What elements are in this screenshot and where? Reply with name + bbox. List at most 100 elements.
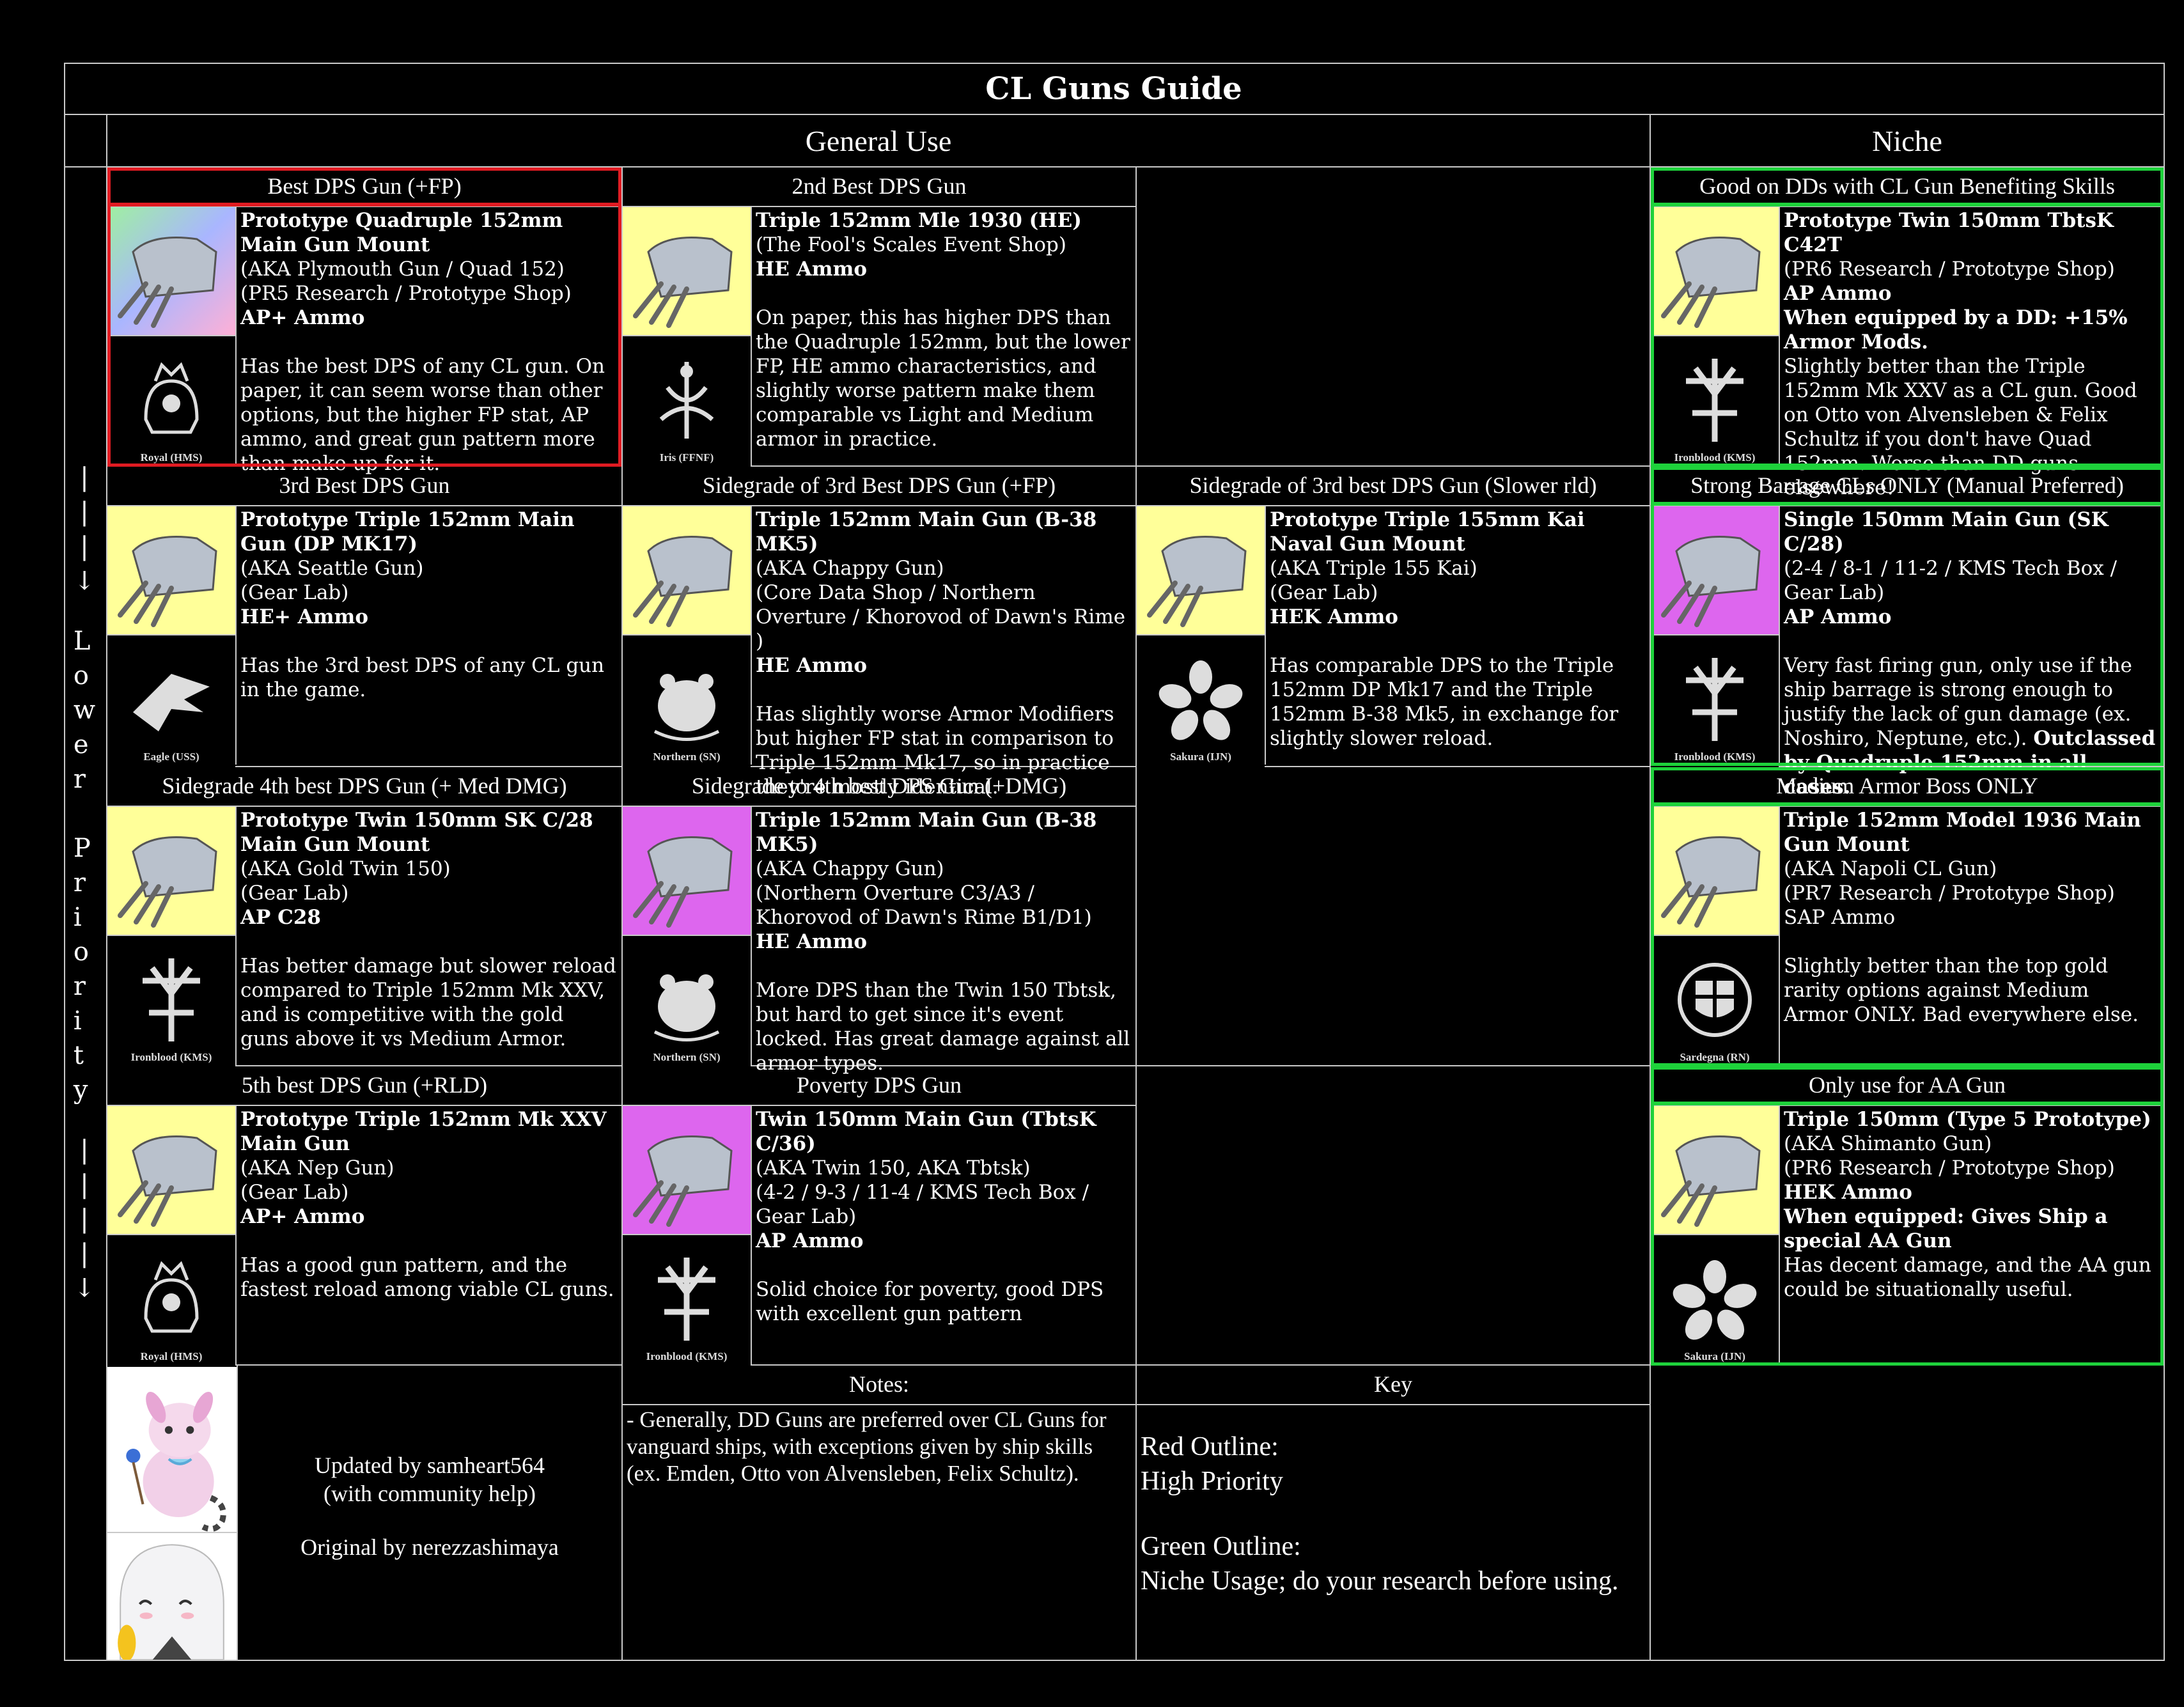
faction-emblem-icon: Royal (HMS) — [107, 1235, 235, 1367]
gun-ammo: AP C28 — [240, 906, 321, 929]
cell-header: 5th best DPS Gun (+RLD) — [241, 1072, 488, 1098]
gun-card: Sardegna (RN) Triple 152mm Model 1936 Mai… — [1651, 807, 2164, 1068]
gun-description: On paper, this has higher DPS than the Q… — [756, 306, 1130, 451]
page-title: CL Guns Guide — [985, 71, 1242, 107]
gun-info-line: (Gear Lab) — [240, 882, 349, 905]
gun-card: Northern (SN)Triple 152mm Main Gun (B-38… — [623, 807, 1135, 1075]
gun-card: Iris (FFNF)Triple 152mm Mle 1930 (HE)(Th… — [623, 207, 1135, 468]
gun-ammo: HEK Ammo — [1270, 605, 1398, 628]
cell-header: Sidegrade 4th best DPS Gun (+ Med DMG) — [162, 773, 567, 799]
credits-original: Original by nerezzashimaya — [300, 1534, 559, 1560]
green-outline — [1651, 203, 2164, 467]
cell-header: Only use for AA Gun — [1809, 1072, 2006, 1098]
green-outline-header — [1651, 168, 2164, 206]
cell-header: 3rd Best DPS Gun — [279, 472, 450, 498]
faction-label: Ironblood (KMS) — [646, 1350, 728, 1362]
gun-special: When equipped by a DD: +15% Armor Mods. — [1784, 306, 2128, 354]
gun-name: Prototype Quadruple 152mm Main Gun Mount — [240, 209, 563, 256]
faction-label: Ironblood (KMS) — [1674, 751, 1756, 763]
gun-icon — [623, 506, 751, 634]
gun-info-line: (AKA Twin 150, AKA Tbtsk) — [756, 1157, 1031, 1180]
green-outline-header — [1651, 767, 2164, 806]
gun-name: Twin 150mm Main Gun (TbtsK C/36) — [756, 1108, 1096, 1155]
gun-info-line: (AKA Triple 155 Kai) — [1270, 557, 1478, 580]
gun-card: Eagle (USS)Prototype Triple 152mm Main G… — [107, 506, 621, 767]
gun-description: More DPS than the Twin 150 Tbtsk, but ha… — [756, 979, 1130, 1075]
gun-card: Northern (SN)Triple 152mm Main Gun (B-38… — [623, 506, 1135, 799]
cell-header: 2nd Best DPS Gun — [792, 173, 967, 199]
green-outline-header — [1651, 467, 2164, 505]
faction-emblem-icon: Ironblood (KMS) — [1651, 635, 1779, 767]
table-frame — [64, 63, 2165, 1661]
faction-label: Northern (SN) — [653, 751, 721, 763]
key-header: Key — [1374, 1371, 1412, 1397]
gun-icon — [107, 807, 235, 935]
faction-emblem-icon: Ironblood (KMS) — [107, 936, 235, 1068]
gun-description: Has better damage but slower reload comp… — [240, 955, 616, 1050]
gun-info-line: (AKA Shimanto Gun) — [1784, 1132, 1992, 1155]
red-outline — [107, 203, 621, 467]
faction-label: Sakura (IJN) — [1684, 1350, 1745, 1362]
gun-card: Ironblood (KMS)Prototype Twin 150mm Tbts… — [1651, 207, 2164, 499]
gun-card: Ironblood (KMS)Prototype Twin 150mm SK C… — [107, 807, 621, 1068]
faction-emblem-icon: Northern (SN) — [623, 936, 751, 1068]
gun-info-line: (PR7 Research / Prototype Shop) — [1784, 882, 2115, 905]
gun-info-line: (AKA Chappy Gun) — [756, 557, 944, 580]
gun-card: Sakura (IJN)Triple 150mm (Type 5 Prototy… — [1651, 1106, 2164, 1367]
gun-name: Triple 152mm Model 1936 Main Gun Mount — [1784, 809, 2141, 856]
cell-header: Sidegrade of 3rd Best DPS Gun (+FP) — [702, 472, 1056, 498]
gun-description: Has the 3rd best DPS of any CL gun in th… — [240, 654, 605, 701]
gun-special: When equipped: Gives Ship a special AA G… — [1784, 1205, 2108, 1252]
green-outline-header — [1651, 1066, 2164, 1105]
credits-updated: Updated by samheart564 — [315, 1453, 545, 1478]
gun-card: Sakura (IJN)Prototype Triple 155mm Kai N… — [1137, 506, 1650, 767]
green-outline — [1651, 503, 2164, 766]
notes-text: - Generally, DD Guns are preferred over … — [627, 1407, 1107, 1486]
faction-emblem-icon: Sardegna (RN) — [1651, 936, 1779, 1068]
gun-description: Has slightly worse Armor Modifiers but h… — [756, 703, 1114, 799]
gun-description: Very fast firing gun, only use if the sh… — [1784, 654, 2156, 799]
gun-info-line: (Gear Lab) — [1270, 581, 1378, 604]
gun-icon — [107, 506, 235, 634]
gun-name: Prototype Triple 152mm Mk XXV Main Gun — [240, 1108, 607, 1155]
faction-emblem-icon: Sakura (IJN) — [1651, 1235, 1779, 1367]
faction-emblem-icon: Iris (FFNF) — [623, 336, 751, 468]
faction-label: Ironblood (KMS) — [1674, 451, 1756, 464]
gun-info-line: SAP Ammo — [1784, 906, 1896, 929]
faction-label: Royal (HMS) — [140, 451, 203, 464]
gun-name: Triple 152mm Mle 1930 (HE) — [756, 209, 1082, 232]
gun-info-line: (AKA Seattle Gun) — [240, 557, 424, 580]
cell-header: Medium Armor Boss ONLY — [1776, 773, 2038, 799]
gun-info-line: (Northern Overture C3/A3 / Khorovod of D… — [756, 882, 1092, 929]
gun-ammo: AP+ Ammo — [240, 306, 365, 329]
gun-card: Ironblood (KMS) Single 150mm Main Gun (SK… — [1651, 506, 2164, 799]
credits-community: (with community help) — [324, 1481, 536, 1506]
column-header-niche: Niche — [1872, 124, 1942, 157]
gun-icon — [1651, 207, 1779, 335]
faction-label: Sardegna (RN) — [1680, 1051, 1750, 1063]
gun-info-line: (PR5 Research / Prototype Shop) — [240, 282, 572, 305]
gun-description: Slightly better than the Triple 152mm Mk… — [1784, 355, 2137, 499]
gun-ammo: HE+ Ammo — [240, 605, 369, 628]
key-green-title: Green Outline: — [1141, 1532, 1301, 1561]
mascot-image-top — [107, 1367, 237, 1532]
gun-description: Has comparable DPS to the Triple 152mm D… — [1270, 654, 1619, 750]
cell-header: Strong Barrage CLs ONLY (Manual Preferre… — [1690, 472, 2124, 498]
gun-info-line: (AKA Nep Gun) — [240, 1157, 394, 1180]
faction-emblem-icon: Ironblood (KMS) — [1651, 336, 1779, 468]
gun-icon — [1137, 506, 1265, 634]
gun-info-line: (Gear Lab) — [240, 581, 349, 604]
faction-label: Sakura (IJN) — [1170, 751, 1231, 763]
green-outline — [1651, 803, 2164, 1066]
gun-icon — [107, 1106, 235, 1234]
cell-header: Sidegrade of 3rd best DPS Gun (Slower rl… — [1189, 472, 1597, 498]
gun-name: Single 150mm Main Gun (SK C/28) — [1784, 508, 2109, 556]
gun-info-line: (Core Data Shop / Northern Overture / Kh… — [756, 581, 1126, 653]
faction-emblem-icon: Northern (SN) — [623, 635, 751, 767]
gun-icon — [1651, 506, 1779, 634]
gun-description: Solid choice for poverty, good DPS with … — [756, 1278, 1104, 1325]
credits-images — [107, 1367, 237, 1661]
gun-description: Slightly better than the top gold rarity… — [1784, 955, 2139, 1026]
gun-card: Royal (HMS) Prototype Quadruple 152mm Mai… — [107, 207, 621, 475]
